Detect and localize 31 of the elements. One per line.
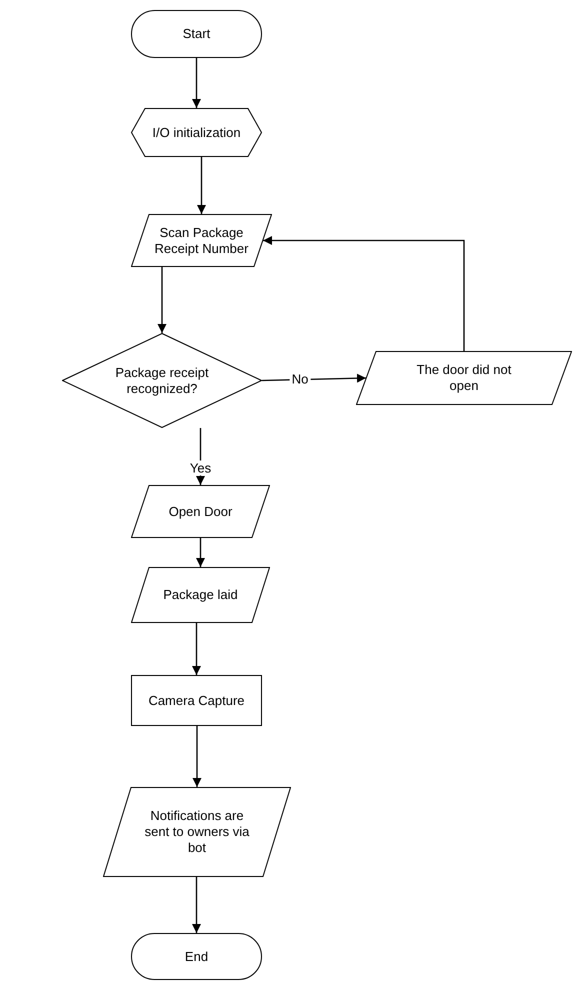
terminal-pill — [131, 933, 262, 980]
node-text: End — [184, 948, 210, 964]
io-parallelogram — [131, 567, 270, 623]
node-text: I/O initialization — [151, 124, 242, 140]
io-parallelogram — [131, 214, 272, 267]
arrow — [192, 726, 202, 787]
arrow — [263, 236, 465, 351]
process-box — [131, 675, 262, 726]
node-text: Camera Capture — [147, 692, 246, 708]
node-text: Open Door — [168, 504, 234, 520]
arrow — [196, 538, 205, 567]
arrow — [192, 623, 201, 675]
node-text: The door did not open — [416, 362, 512, 394]
arrow — [197, 157, 206, 214]
arrow — [192, 877, 201, 933]
io-parallelogram — [131, 485, 270, 538]
node-text: Package laid — [162, 587, 239, 603]
arrow — [192, 58, 201, 108]
node-text: Scan Package Receipt Number — [154, 224, 250, 256]
arrow — [262, 374, 366, 383]
arrow — [158, 267, 166, 333]
edge-label: No — [290, 372, 310, 387]
node-text: Start — [182, 26, 212, 42]
decision-diamond — [62, 333, 262, 428]
io-parallelogram — [356, 351, 572, 405]
preparation-hexagon — [131, 108, 262, 157]
io-parallelogram — [103, 787, 291, 877]
edge-label: Yes — [188, 460, 214, 476]
terminal-pill — [131, 10, 262, 58]
node-text: Notifications are sent to owners via bot — [144, 808, 250, 856]
node-text: Package receipt recognized? — [114, 364, 210, 396]
